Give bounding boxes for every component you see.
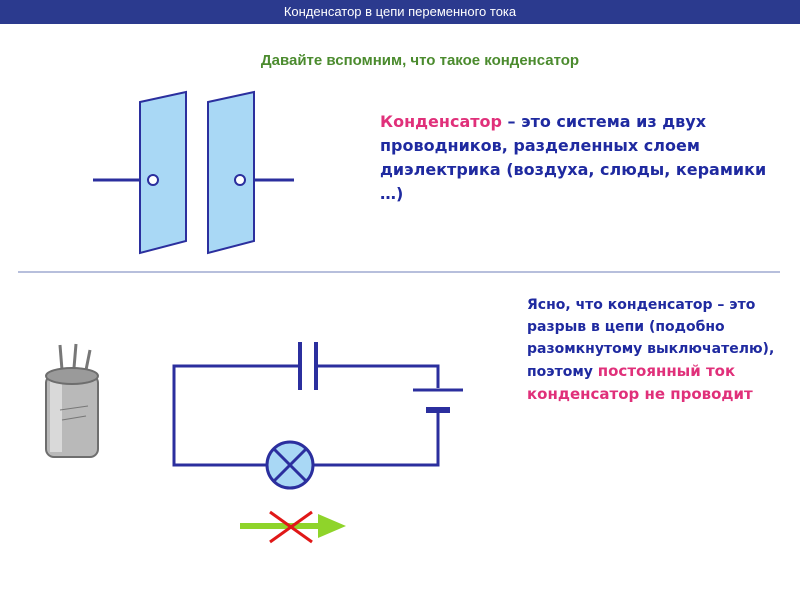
- slide-title-bar: Конденсатор в цепи переменного тока: [0, 0, 800, 24]
- crossed-current-arrow-icon: [240, 510, 346, 544]
- circuit-diagram: [172, 342, 463, 490]
- right-terminal-icon: [234, 174, 246, 186]
- slide-subtitle: Давайте вспомним, что такое конденсатор: [260, 52, 580, 69]
- left-plate: [139, 90, 187, 255]
- explanation-part2: поэтому: [527, 364, 598, 380]
- definition-term: Конденсатор: [380, 112, 502, 131]
- explanation-highlight: постоянный ток конденсатор не проводит: [527, 362, 753, 403]
- slide-title: Конденсатор в цепи переменного тока: [283, 4, 517, 19]
- definition-text: – это система из двух проводников, разде…: [380, 112, 767, 203]
- explanation-part1: Ясно, что конденсатор – это разрыв в цеп…: [527, 297, 775, 357]
- capacitor-photo-icon: [45, 343, 99, 458]
- capacitor-definition: Конденсатор – это система из двух провод…: [380, 110, 780, 206]
- section-divider: [18, 271, 780, 273]
- right-plate: [207, 90, 255, 255]
- dc-explanation: Ясно, что конденсатор – это разрыв в цеп…: [527, 294, 787, 406]
- left-terminal-icon: [147, 174, 159, 186]
